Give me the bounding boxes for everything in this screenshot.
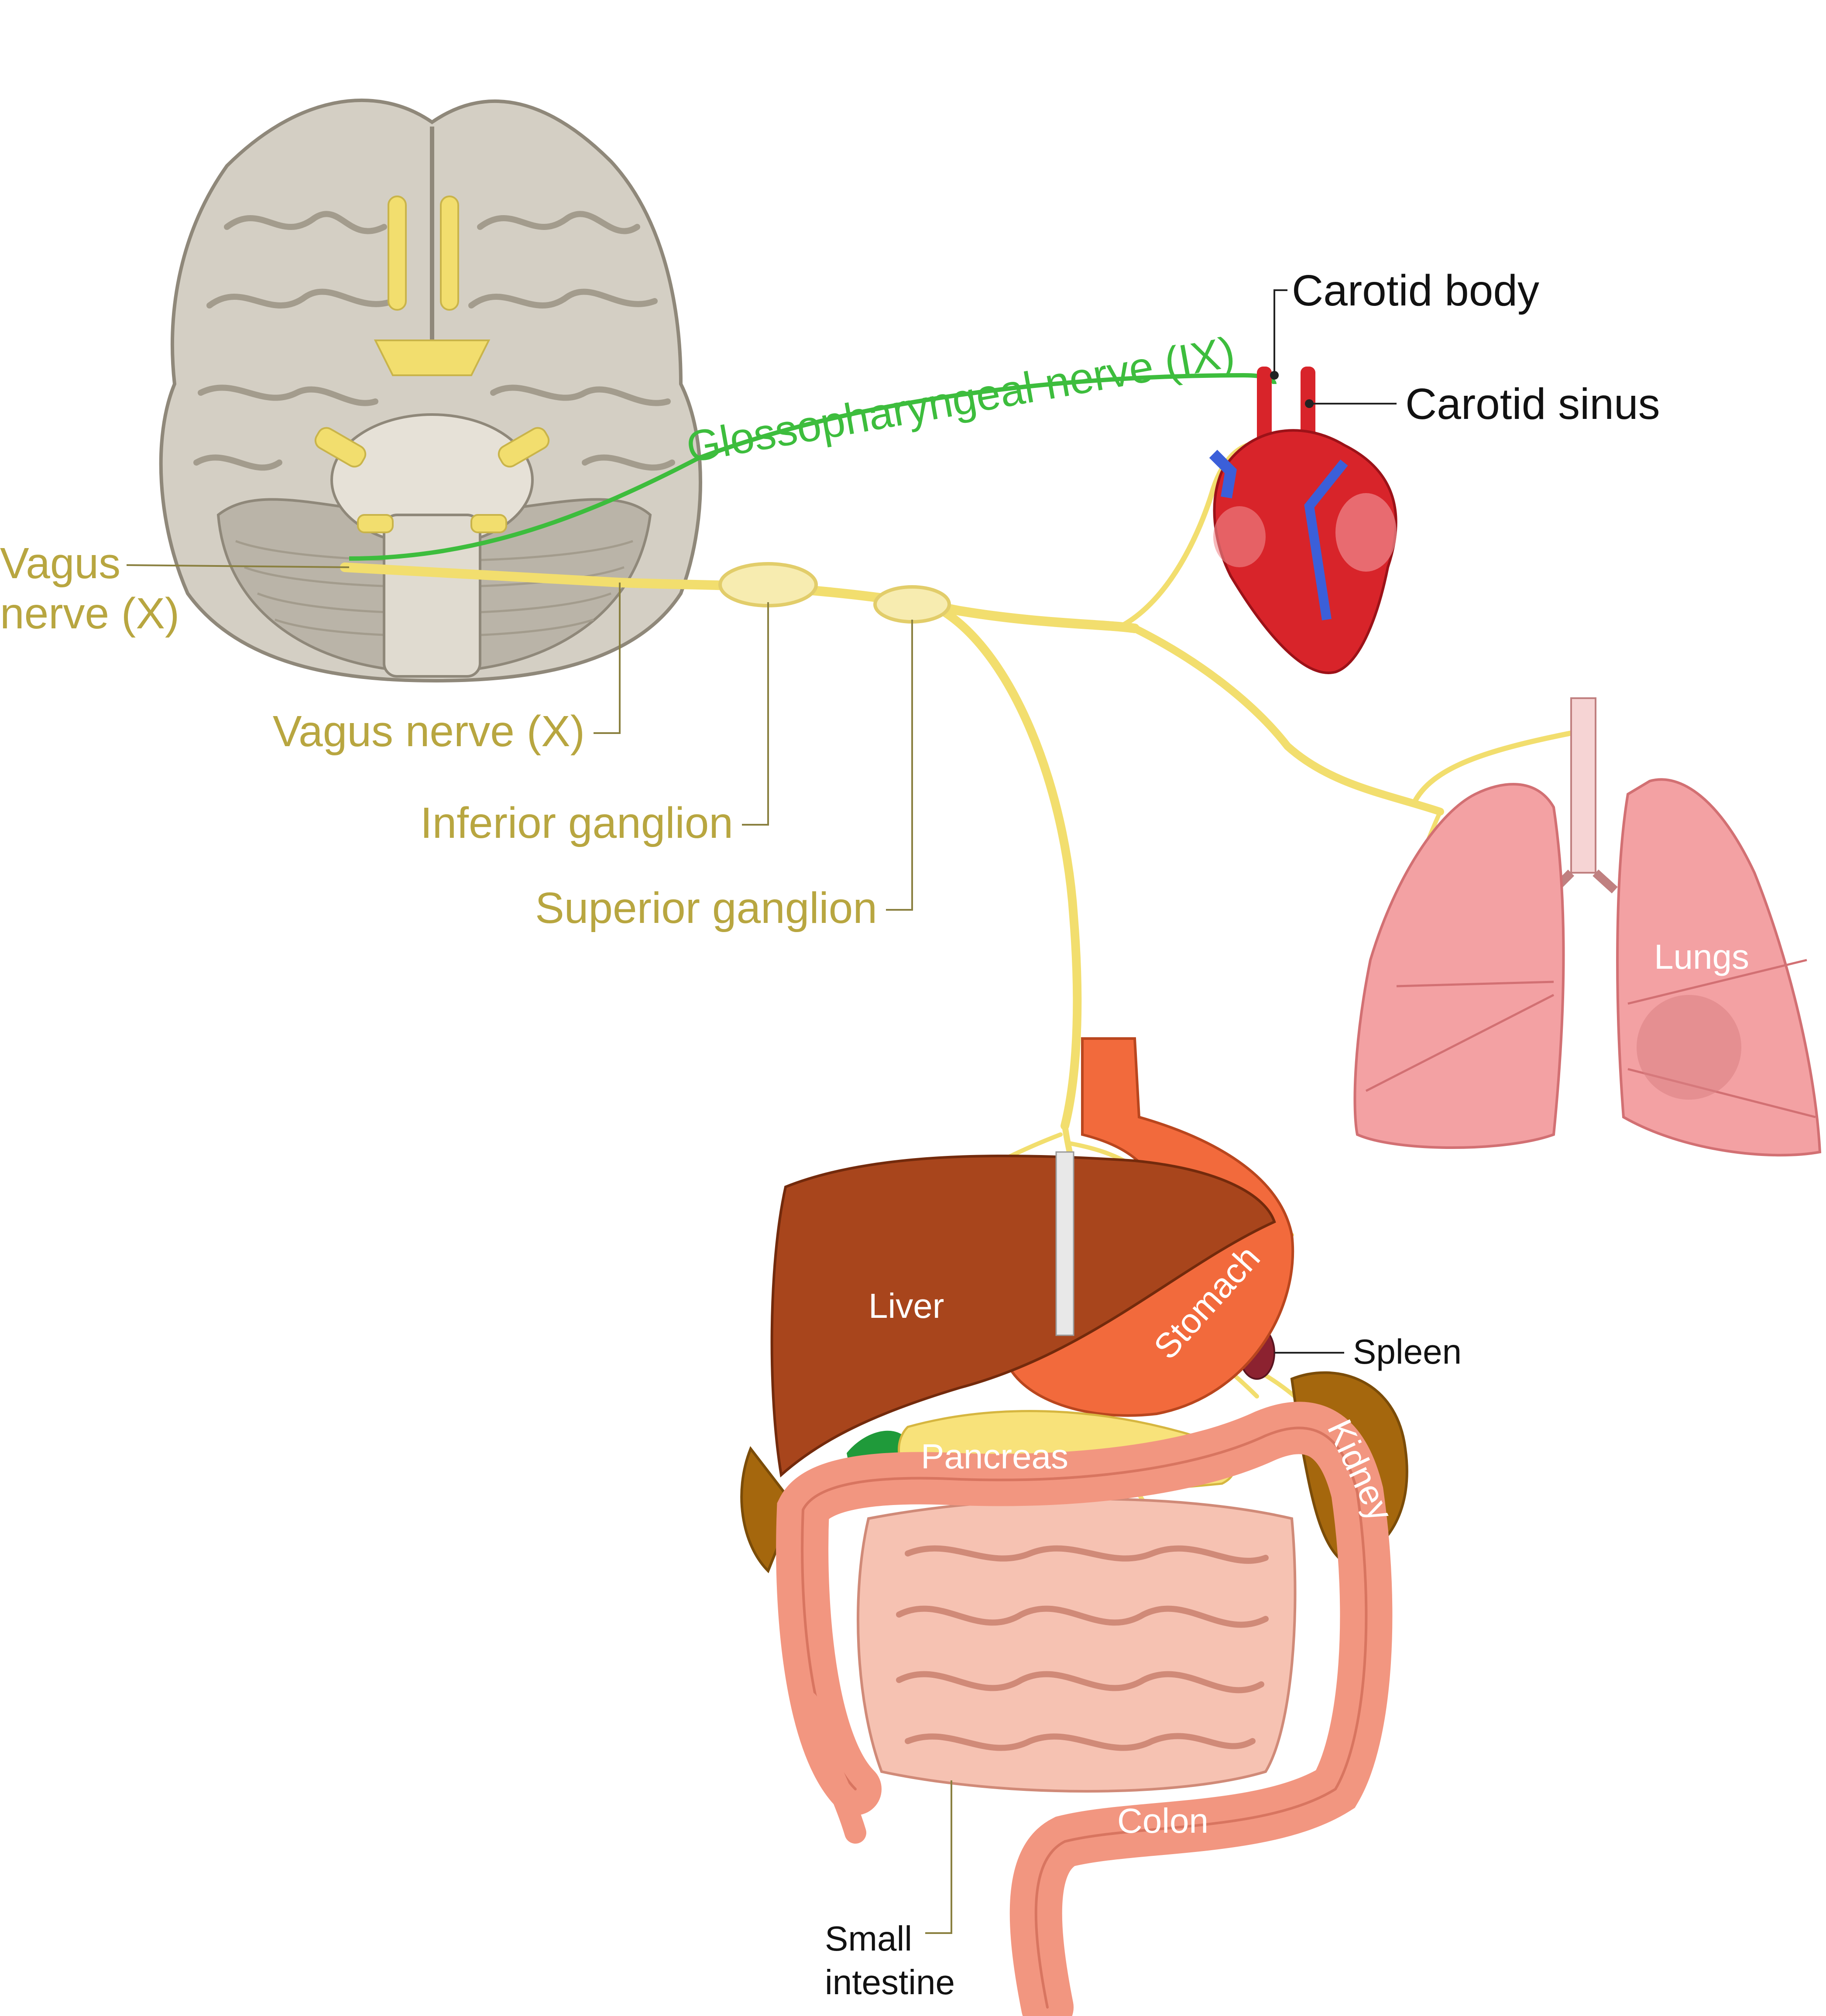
small-intestine [857, 1498, 1297, 1793]
colon [776, 1402, 1393, 2016]
leader-dots [1270, 371, 1314, 408]
vagus-left-label-line2: nerve (X) [0, 589, 179, 638]
spleen-label: Spleen [1353, 1332, 1462, 1371]
carotid-body-label: Carotid body [1292, 266, 1539, 315]
leader-lines [126, 564, 952, 1934]
vagus-lower-label: Vagus nerve (X) [273, 707, 585, 756]
glossopharyngeal-nerve [349, 373, 1277, 561]
carotid-sinus-label: Carotid sinus [1405, 380, 1660, 429]
inferior-ganglion [718, 562, 818, 607]
small-intestine-label-line1: Small [825, 1919, 912, 1958]
inferior-ganglion-label: Inferior ganglion [420, 799, 733, 847]
glossopharyngeal-label: Glossopharyngeal nerve (IX) [683, 327, 1238, 472]
lungs-label: Lungs [1654, 937, 1749, 976]
superior-ganglion-label: Superior ganglion [535, 884, 877, 933]
colon-label: Colon [1117, 1801, 1208, 1840]
heart [1209, 367, 1397, 674]
liver-label: Liver [868, 1286, 944, 1325]
liver [770, 1151, 1276, 1478]
lungs [1353, 697, 1822, 1157]
superior-ganglion [873, 585, 951, 624]
small-intestine-label-line2: intestine [825, 1963, 955, 2002]
pancreas-label: Pancreas [921, 1437, 1068, 1476]
vagus-left-label-line1: Vagus [0, 539, 120, 588]
kidney-left [740, 1446, 796, 1574]
leader-lines-dark [1273, 289, 1397, 1354]
